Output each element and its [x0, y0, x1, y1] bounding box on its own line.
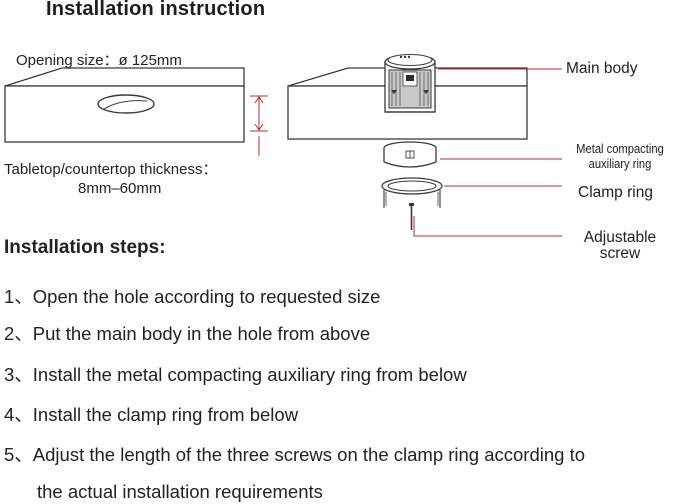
page-title: Installation instruction	[46, 0, 266, 20]
tabletop-opening-hole	[97, 94, 155, 114]
main-body-unit	[384, 54, 436, 113]
metal-ring-label-line1: Metal compacting	[576, 141, 664, 156]
thickness-label: Tabletop/countertop thickness：	[4, 161, 218, 178]
right-assembly-diagram	[287, 54, 528, 230]
steps-heading: Installation steps:	[4, 237, 166, 258]
clamp-ring-label: Clamp ring	[578, 184, 653, 201]
metal-compacting-auxiliary-ring	[383, 141, 437, 168]
tabletop-top-face	[4, 67, 245, 87]
callout-adjustable-screw	[413, 216, 562, 237]
step-item: 4、Install the clamp ring from below	[4, 404, 299, 425]
adjustable-screw-part	[409, 203, 414, 230]
callout-lines	[413, 68, 562, 237]
step-item-continuation: the actual installation requirements	[37, 481, 323, 502]
adjustable-screw-label-line1: Adjustable	[583, 229, 657, 246]
metal-ring-label-line2: auxiliary ring	[588, 156, 652, 171]
main-body-label: Main body	[566, 60, 638, 77]
opening-size-label: Opening size：ø 125mm	[16, 52, 182, 69]
clamp-ring-part	[381, 177, 443, 208]
adjustable-screw-label-line2: screw	[599, 245, 641, 262]
step-item: 1、Open the hole according to requested s…	[4, 286, 381, 307]
step-item: 5、Adjust the length of the three screws …	[4, 444, 586, 465]
thickness-dimension	[250, 95, 268, 156]
opening-hole-inner-edge	[103, 100, 148, 110]
left-tabletop-diagram	[4, 67, 245, 143]
thickness-value: 8mm–60mm	[78, 180, 162, 197]
step-item: 3、Install the metal compacting auxiliary…	[4, 364, 467, 385]
step-item: 2、Put the main body in the hole from abo…	[4, 323, 371, 344]
